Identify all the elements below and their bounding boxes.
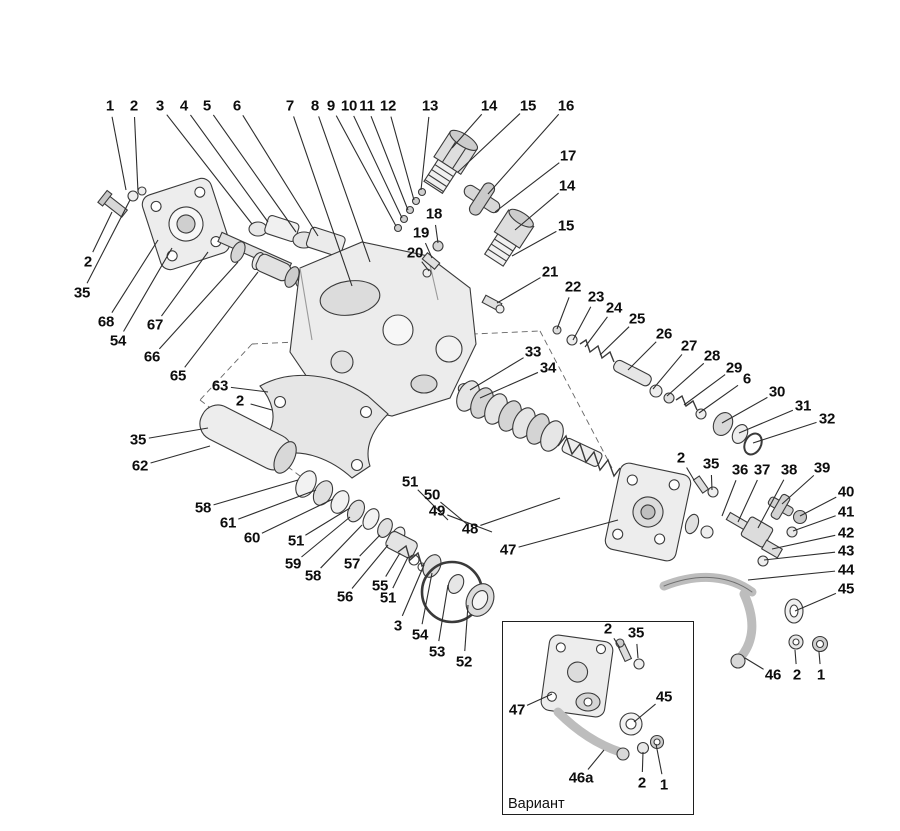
variant-inset-drawing xyxy=(540,634,665,761)
variant-inset-label: Вариант xyxy=(508,796,565,812)
flange-bolt xyxy=(97,189,129,218)
left-flange xyxy=(97,177,231,271)
valve-body xyxy=(289,241,477,417)
end-caps xyxy=(420,554,495,624)
tee-handle xyxy=(463,182,501,216)
lower-fitting xyxy=(483,208,535,267)
plunger-bellows xyxy=(456,380,621,478)
small-washers-top xyxy=(393,187,427,233)
variant-inset-box: Вариант xyxy=(502,621,694,815)
input-shaft xyxy=(217,231,305,288)
top-plugs xyxy=(248,214,346,257)
leader-lines xyxy=(86,113,837,775)
valve-kit-series xyxy=(552,325,763,456)
ring-stack xyxy=(295,470,435,573)
right-flange xyxy=(604,462,714,562)
tube xyxy=(199,404,297,474)
